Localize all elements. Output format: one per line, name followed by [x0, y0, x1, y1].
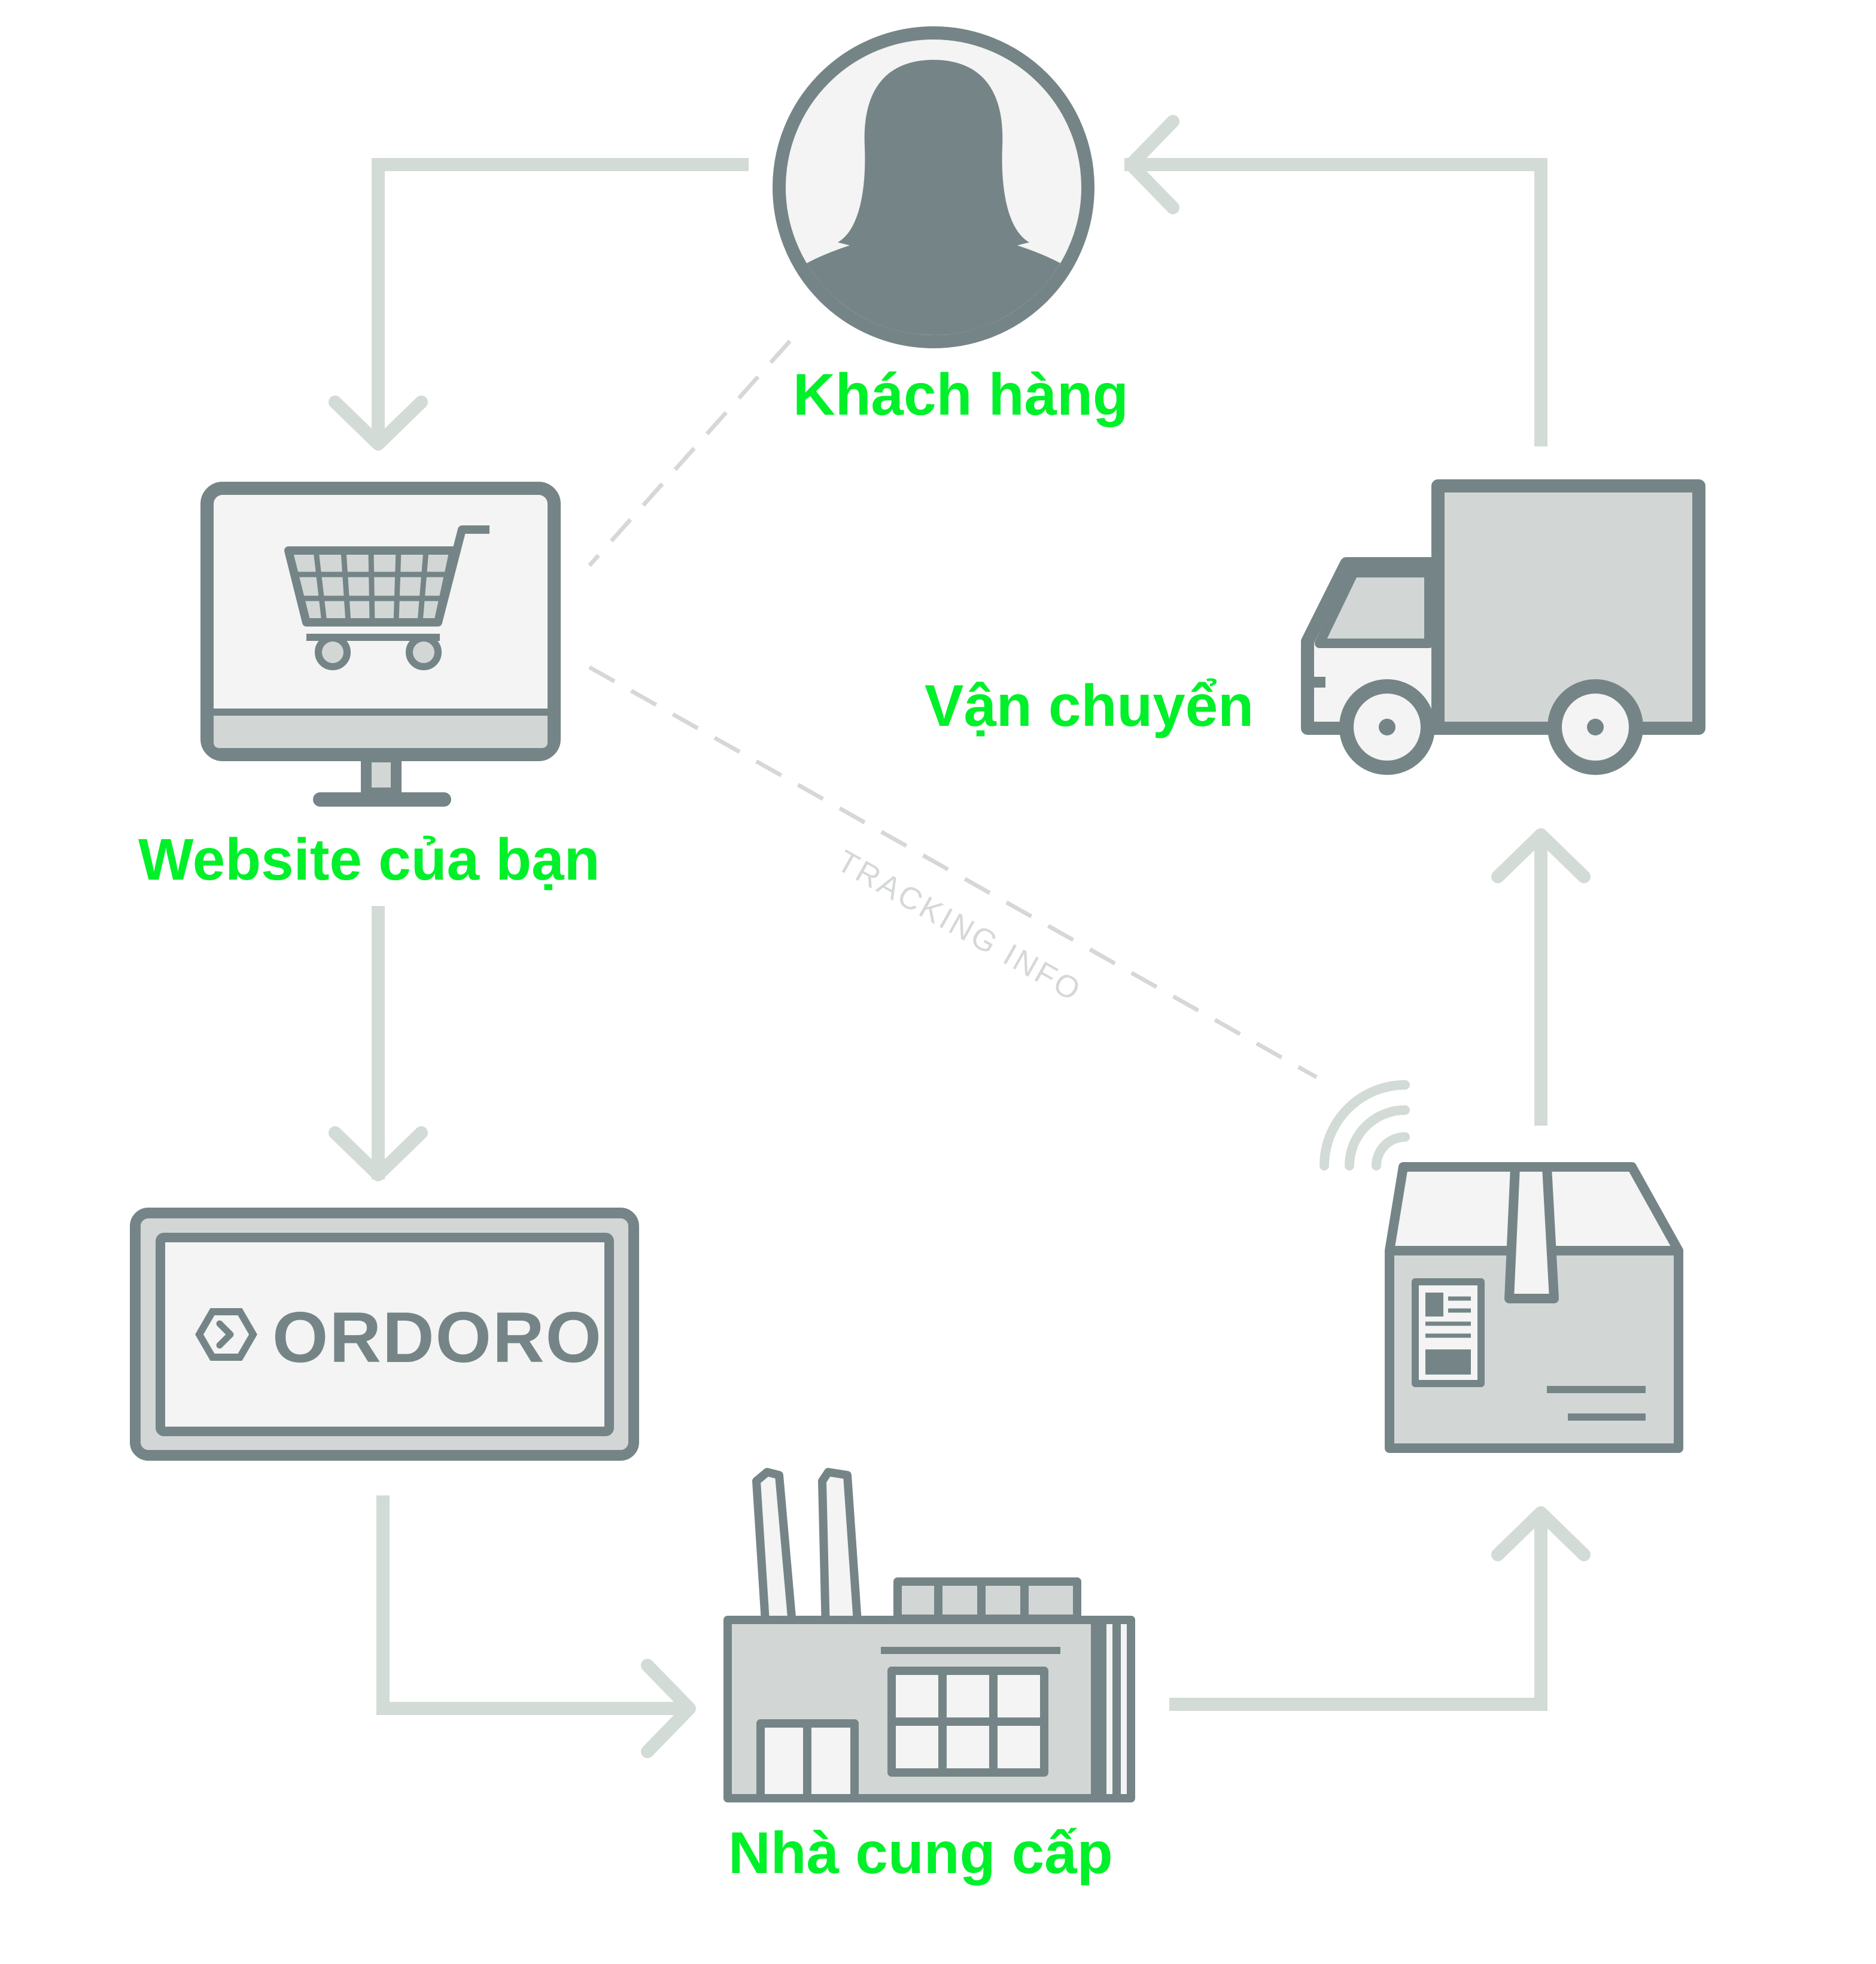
factory-icon — [723, 1468, 1135, 1802]
supplier-node — [723, 1468, 1135, 1802]
dashed-links — [588, 339, 1318, 1080]
website-node — [200, 482, 561, 807]
factory-chimney-right — [818, 1468, 862, 1635]
arrowhead-down-ordoro — [329, 1126, 428, 1181]
monitor-icon — [200, 482, 561, 807]
ordoro-logo-icon: ORDORO — [195, 1297, 603, 1378]
wireless-signal-icon — [1319, 1080, 1410, 1171]
shipping-node — [1301, 479, 1705, 775]
connectors — [329, 115, 1591, 1758]
arrow-supplier-to-package — [1169, 1513, 1547, 1711]
dashed-link-tracking — [588, 665, 1318, 1080]
arrow-truck-to-customer — [1124, 158, 1547, 446]
website-label: Website của bạn — [138, 826, 600, 892]
arrowhead-up-truck — [1491, 828, 1591, 883]
cart-wheel-right — [406, 634, 442, 670]
person-icon — [786, 60, 1081, 335]
signal-arc-medium — [1345, 1105, 1410, 1171]
ordoro-hexagon — [195, 1308, 257, 1361]
package-node — [1319, 1080, 1683, 1453]
delivery-truck-icon — [1301, 479, 1705, 775]
monitor-stand-neck — [361, 752, 402, 798]
package-tape — [1504, 1162, 1559, 1303]
truck-hub-rear — [1587, 719, 1604, 735]
arrow-ordoro-to-supplier — [376, 1495, 689, 1715]
truck-hub-front — [1379, 719, 1395, 735]
arrowhead-up-package — [1491, 1506, 1591, 1561]
signal-arc-large — [1319, 1080, 1410, 1171]
dashed-link-customer-website — [588, 339, 792, 567]
package-icon — [1385, 1162, 1683, 1453]
customer-label: Khách hàng — [793, 361, 1129, 427]
label-block-top — [1425, 1293, 1443, 1317]
arrowhead-down-website — [329, 396, 428, 451]
arrowhead-left-customer — [1124, 115, 1179, 214]
shipping-label: Vận chuyển — [925, 673, 1254, 738]
customer-node — [773, 26, 1094, 348]
arrowhead-right-supplier — [641, 1659, 696, 1758]
supplier-label: Nhà cung cấp — [728, 1820, 1113, 1886]
signal-arc-small — [1372, 1132, 1410, 1171]
ordoro-inner-panel — [156, 1233, 614, 1436]
label-barcode-block — [1425, 1349, 1471, 1375]
cart-handle — [434, 525, 489, 624]
cart-wheel-left — [315, 634, 351, 670]
arrow-customer-to-website — [372, 158, 749, 446]
shopping-cart-icon — [284, 525, 489, 670]
ordoro-node: ORDORO — [130, 1208, 639, 1461]
truck-window — [1315, 568, 1434, 648]
monitor-chin — [214, 712, 548, 748]
factory-chimney-left — [752, 1468, 797, 1635]
ordoro-chevron — [216, 1320, 234, 1349]
ordoro-logo-text: ORDORO — [272, 1297, 603, 1378]
factory-roof-unit — [893, 1577, 1081, 1623]
